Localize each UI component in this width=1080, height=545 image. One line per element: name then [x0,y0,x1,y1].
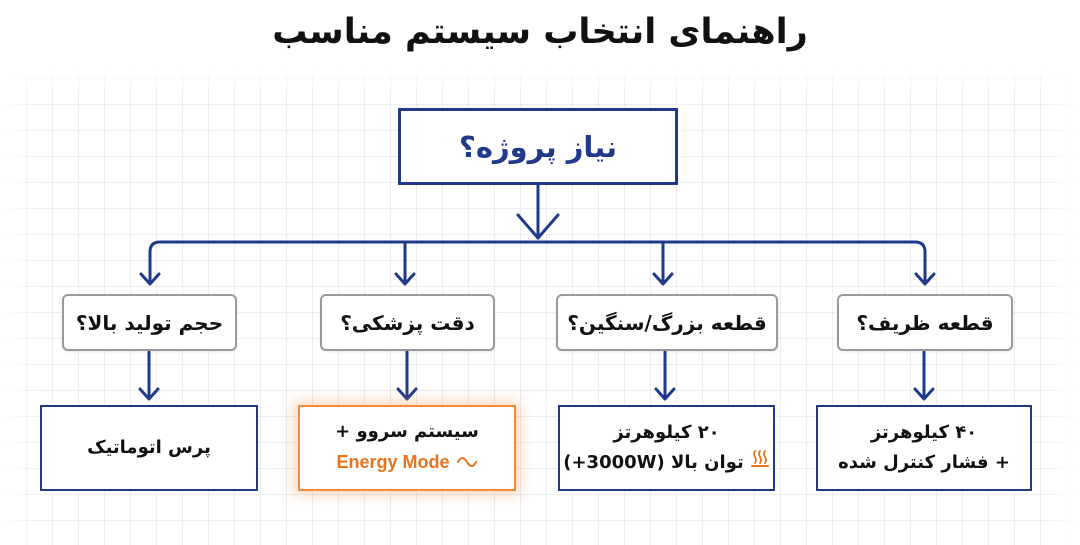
result-line-1: ۲۰ کیلوهرتز [613,422,720,443]
title-backdrop [0,0,1080,95]
result-line-2: توان بالا (3000W+) [563,452,744,473]
question-label: قطعه ظریف؟ [856,310,994,335]
root-arrowhead [516,213,560,240]
arrowhead-q1 [914,272,936,286]
heat-icon [750,448,770,478]
arrowhead-q3 [394,272,416,286]
result-line-2-row: توان بالا (3000W+) [563,448,770,478]
question-large-part: قطعه بزرگ/سنگین؟ [556,294,778,351]
question-label: دقت پزشکی؟ [340,310,475,335]
arrowhead-r4 [138,387,160,401]
result-line-2: Energy Mode [336,452,450,473]
result-high-volume: پرس اتوماتیک [40,405,258,491]
result-line-2: + فشار کنترل شده [838,452,1010,473]
root-label: نیاز پروژه؟ [459,129,617,164]
result-line-1: سیستم سروو + [335,421,479,443]
arrowhead-q4 [139,272,161,286]
question-label: قطعه بزرگ/سنگین؟ [567,310,767,335]
result-delicate-part: ۴۰ کیلوهرتز + فشار کنترل شده [816,405,1032,491]
left-fade [0,0,40,545]
sine-wave-icon [456,449,478,479]
root-node: نیاز پروژه؟ [398,108,678,185]
result-medical-precision: سیستم سروو + Energy Mode [298,405,516,491]
question-medical-precision: دقت پزشکی؟ [320,294,495,351]
result-line-1: پرس اتوماتیک [87,437,211,458]
branch-bus [148,240,927,282]
arrowhead-q2 [652,272,674,286]
question-delicate-part: قطعه ظریف؟ [837,294,1013,351]
result-large-part: ۲۰ کیلوهرتز توان بالا (3000W+) [558,405,775,491]
arrowhead-r2 [654,387,676,401]
diagram-title: راهنمای انتخاب سیستم مناسب [272,12,808,52]
result-line-2-row: Energy Mode [336,447,477,478]
arrowhead-r1 [913,387,935,401]
arrowhead-r3 [396,387,418,401]
result-line-1: ۴۰ کیلوهرتز [870,422,978,443]
question-high-volume: حجم تولید بالا؟ [62,294,237,351]
question-label: حجم تولید بالا؟ [75,310,224,335]
right-fade [1040,0,1080,545]
